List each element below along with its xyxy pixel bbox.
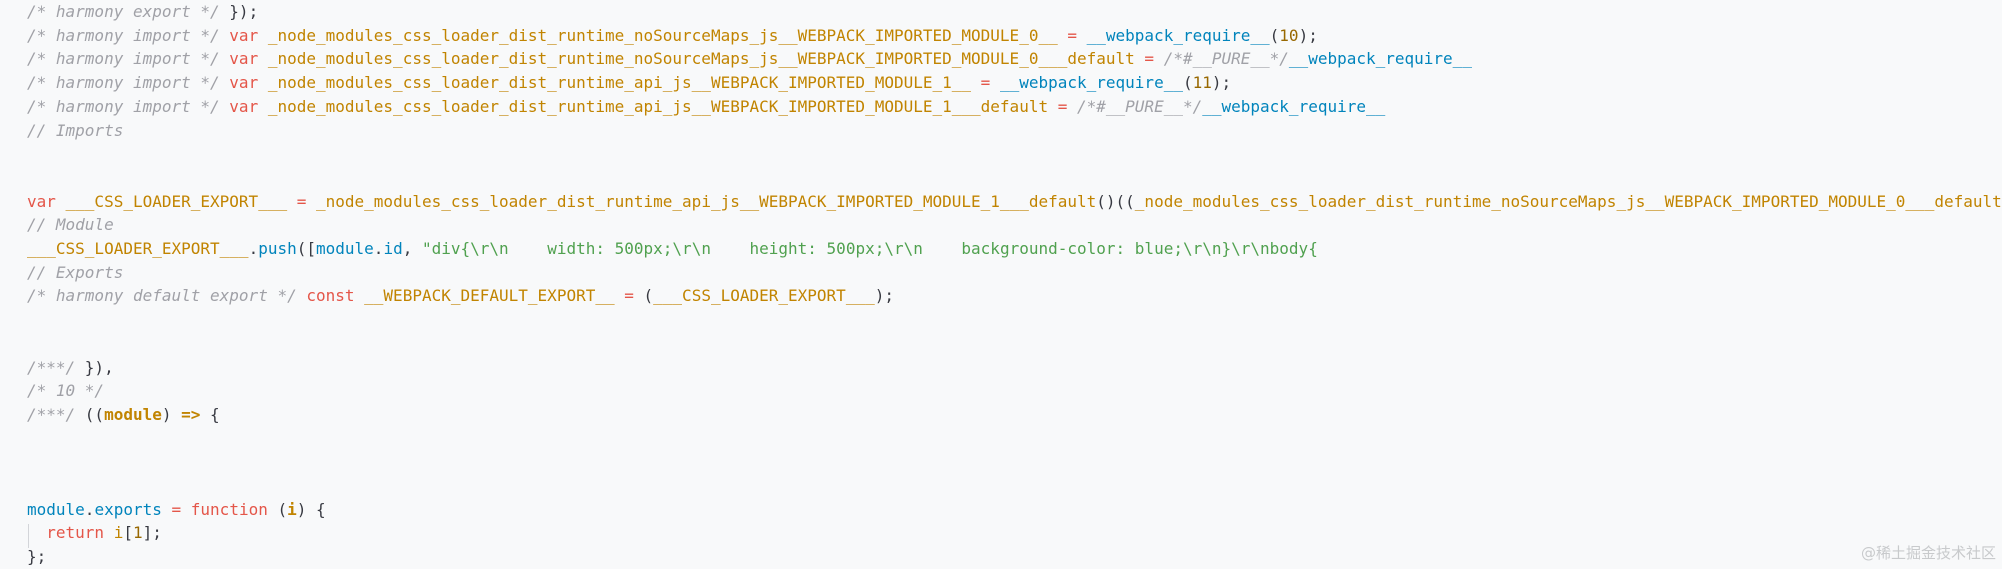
code-line[interactable]: ___CSS_LOADER_EXPORT___.push([module.id,…	[27, 237, 1318, 261]
code-token: // Exports	[27, 262, 124, 282]
code-line[interactable]: var ___CSS_LOADER_EXPORT___ = _node_modu…	[27, 190, 2002, 214]
code-token: );	[1298, 25, 1318, 45]
code-token: .	[84, 499, 95, 519]
code-line[interactable]: /* harmony import */ var _node_modules_c…	[27, 47, 1472, 71]
code-token	[27, 523, 46, 542]
code-token: ()((	[1096, 191, 1135, 211]
code-token: 1	[132, 523, 143, 543]
code-token: =	[161, 499, 191, 519]
code-line[interactable]: // Imports	[27, 119, 123, 143]
code-token: id	[383, 239, 403, 258]
code-token: _node_modules_css_loader_dist_runtime_ap…	[267, 73, 972, 93]
code-token: module	[104, 404, 162, 424]
code-token: (	[1269, 25, 1280, 45]
code-token: /* harmony import */	[27, 49, 230, 69]
code-token: =	[1048, 96, 1077, 116]
code-token: i	[113, 523, 124, 543]
code-token: =	[1057, 25, 1087, 45]
code-line[interactable]: /***/ ((module) => {	[27, 403, 220, 427]
code-token: i	[287, 499, 297, 519]
code-line[interactable]: /* harmony default export */ const __WEB…	[27, 284, 894, 308]
code-token: 10	[1279, 25, 1299, 45]
code-token: =	[614, 286, 644, 306]
code-line[interactable]: // Module	[27, 213, 114, 237]
code-token: __webpack_require__	[1202, 96, 1386, 116]
code-token: ) {	[296, 499, 326, 519]
code-token: /***/	[27, 357, 85, 377]
code-token: var	[229, 96, 268, 116]
code-token: __webpack_require__	[1288, 49, 1472, 69]
code-token: __webpack_require__	[1086, 25, 1270, 45]
code-line[interactable]: return i[1];	[27, 521, 162, 545]
code-token: =	[287, 191, 316, 211]
code-token: (	[643, 286, 654, 306]
code-token: var	[229, 25, 268, 45]
code-token: // Module	[27, 215, 114, 235]
code-token: ([	[296, 239, 316, 258]
code-token: [	[123, 523, 133, 543]
code-line[interactable]: /* harmony import */ var _node_modules_c…	[27, 95, 1385, 119]
watermark: @稀土掘金技术社区	[1860, 544, 1996, 562]
code-token: });	[229, 2, 259, 21]
code-line[interactable]: /***/ }),	[27, 356, 114, 380]
code-token: /*#__PURE__*/	[1077, 96, 1203, 116]
code-token: .	[373, 239, 384, 258]
code-line[interactable]: /* harmony import */ var _node_modules_c…	[27, 24, 1318, 48]
code-token: ];	[142, 523, 162, 543]
code-token: /***/	[27, 404, 85, 424]
code-token: push	[258, 239, 297, 258]
code-token: =	[971, 73, 1000, 93]
code-token: exports	[94, 499, 162, 519]
code-token: }),	[84, 357, 114, 377]
code-token: 11	[1192, 73, 1212, 93]
code-token: ___CSS_LOADER_EXPORT___	[27, 239, 249, 258]
code-token: .	[248, 239, 259, 258]
code-token: ___CSS_LOADER_EXPORT___	[653, 286, 875, 306]
code-token: _node_modules_css_loader_dist_runtime_ap…	[316, 191, 1097, 211]
code-token: ((	[84, 404, 105, 424]
code-token: __webpack_require__	[999, 73, 1183, 93]
code-line[interactable]: };	[27, 545, 46, 569]
code-token: return	[46, 523, 114, 543]
code-line[interactable]: /* harmony export */ });	[27, 0, 258, 24]
code-token: };	[27, 547, 47, 567]
code-line[interactable]: /* 10 */	[27, 379, 104, 403]
code-line[interactable]: // Exports	[27, 261, 123, 285]
code-token: =	[1134, 49, 1164, 69]
code-token: /*#__PURE__*/	[1163, 49, 1289, 69]
code-token: _node_modules_css_loader_dist_runtime_no…	[267, 49, 1135, 69]
code-token: // Imports	[27, 120, 124, 140]
code-token: /* harmony export */	[27, 2, 230, 21]
code-token: var	[229, 73, 268, 93]
code-token: )	[161, 404, 182, 424]
code-token: {	[200, 404, 220, 424]
code-line[interactable]: /* harmony import */ var _node_modules_c…	[27, 71, 1231, 95]
code-token: function	[190, 499, 278, 519]
code-token: module	[316, 239, 374, 258]
code-token: /* harmony import */	[27, 25, 230, 45]
code-token: const	[306, 286, 365, 306]
code-token: __WEBPACK_DEFAULT_EXPORT__	[364, 286, 615, 306]
code-token: (	[1182, 73, 1193, 93]
code-token: (	[277, 499, 288, 519]
code-token: _node_modules_css_loader_dist_runtime_ap…	[267, 96, 1049, 116]
code-token: );	[1211, 73, 1232, 93]
code-token: _node_modules_css_loader_dist_runtime_no…	[267, 25, 1058, 45]
code-token: "div{\r\n width: 500px;\r\n height: 500p…	[421, 239, 1318, 258]
indent-guide	[28, 524, 29, 548]
code-token: /* harmony import */	[27, 73, 230, 93]
code-token: var	[27, 191, 66, 211]
code-token: );	[874, 286, 894, 306]
code-token: /* harmony import */	[27, 96, 230, 116]
code-token: /* 10 */	[27, 381, 105, 401]
code-token: _node_modules_css_loader_dist_runtime_no…	[1134, 191, 2002, 211]
code-line[interactable]: module.exports = function (i) {	[27, 498, 326, 522]
code-token: =>	[181, 404, 201, 424]
code-token: ,	[402, 239, 422, 258]
code-token: /* harmony default export */	[27, 286, 307, 306]
code-token: ___CSS_LOADER_EXPORT___	[65, 191, 288, 211]
code-token: module	[27, 499, 85, 519]
code-token: var	[229, 49, 268, 69]
